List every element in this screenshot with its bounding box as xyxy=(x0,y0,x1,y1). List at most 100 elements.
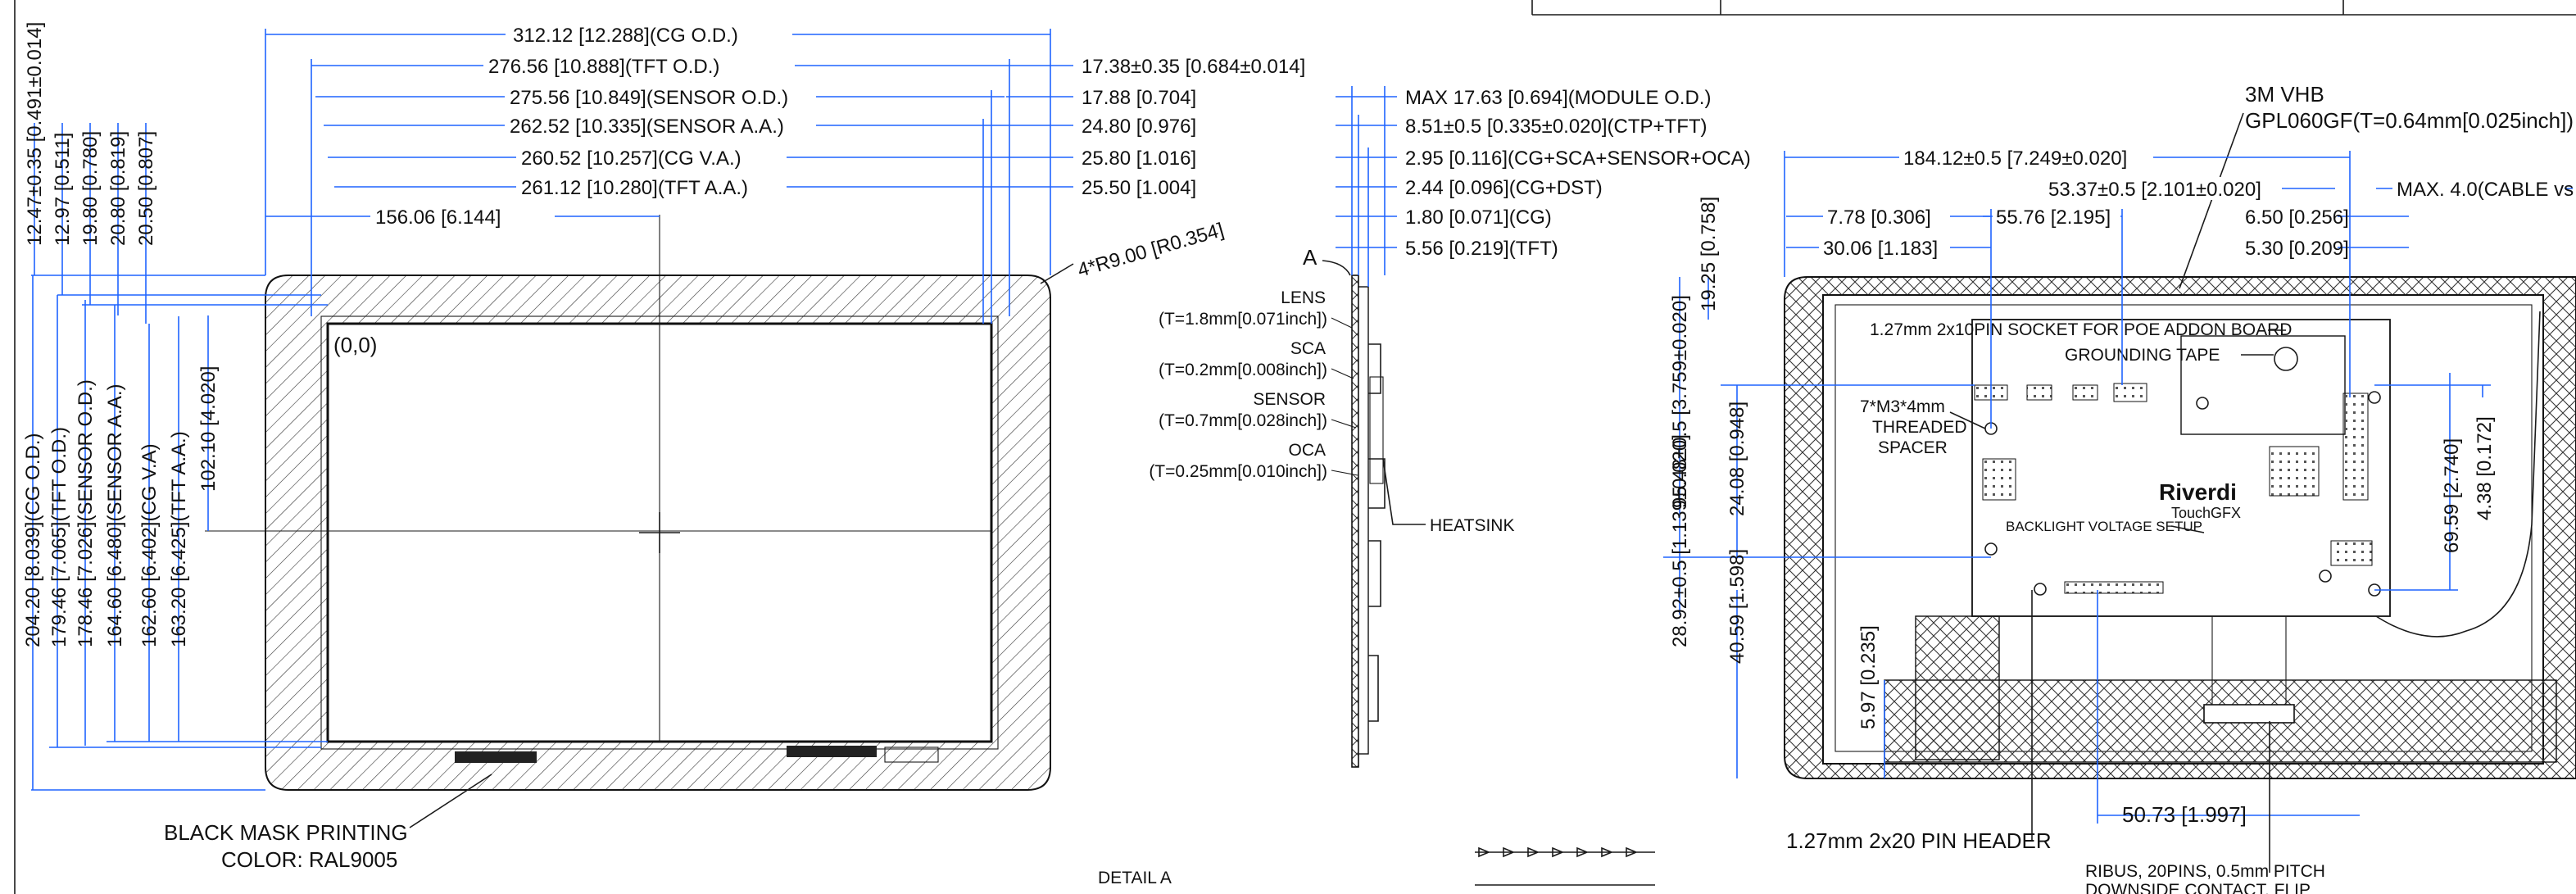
dim-center-x: 156.06 [6.144] xyxy=(375,206,501,229)
side-components xyxy=(1368,343,1386,722)
layer-leaders xyxy=(1331,317,1358,476)
layer-lens-name: LENS xyxy=(1281,288,1326,307)
dim-cg-va: 260.52 [10.257](CG V.A.) xyxy=(521,147,742,170)
spacer-note-line1: 7*M3*4mm xyxy=(1860,397,1945,416)
leader-line xyxy=(2179,112,2244,289)
detail-leader xyxy=(1322,260,1351,276)
spacer-hole xyxy=(2368,391,2381,404)
spacer-hole xyxy=(2196,397,2209,410)
fpc-tab xyxy=(787,746,877,757)
dim-ctp-tft: 8.51±0.5 [0.335±0.020](CTP+TFT) xyxy=(1405,116,1708,138)
pcb-chip xyxy=(2330,540,2373,566)
side-view: MAX 17.63 [0.694](MODULE O.D.) 8.51±0.5 … xyxy=(1098,86,1751,894)
brand-sub: TouchGFX xyxy=(2171,505,2241,521)
tape-note-line2: GPL060GF(T=0.64mm[0.025inch]) xyxy=(2245,108,2574,133)
pcb-chip xyxy=(2072,384,2098,401)
dim-sensor-od: 275.56 [10.849](SENSOR O.D.) xyxy=(510,87,788,109)
dim-left-offset: 20.80 [0.819] xyxy=(107,131,129,246)
detail-marker: A xyxy=(1303,245,1317,270)
layer-sca-spec: (T=0.2mm[0.008inch]) xyxy=(1159,361,1327,379)
ribbon-connector xyxy=(2203,704,2295,724)
dim-rear-width: 184.12±0.5 [7.249±0.020] xyxy=(1903,147,2127,170)
dim-module-od: MAX 17.63 [0.694](MODULE O.D.) xyxy=(1405,87,1711,109)
tape-note-line1: 3M VHB xyxy=(2245,82,2324,107)
dim-right-offset: 17.38±0.35 [0.684±0.014] xyxy=(1082,56,1305,78)
dim-rear-v: 5.97 [0.235] xyxy=(1857,625,1880,729)
backlight-cable xyxy=(2375,311,2541,638)
rear-frame xyxy=(1784,276,2576,779)
ribbon-cable xyxy=(2211,616,2287,705)
center-cross-mark xyxy=(639,512,680,553)
dim-sensor-aa-height: 164.60 [6.480](SENSOR A.A.) xyxy=(104,383,126,647)
dim-tft-od: 276.56 [10.888](TFT O.D.) xyxy=(488,56,719,78)
dim-rear-bottom: 50.73 [1.997] xyxy=(2122,802,2247,827)
dim-cg-va-height: 162.60 [6.402](CG V.A) xyxy=(138,443,161,647)
socket-note: 1.27mm 2x10PIN SOCKET FOR POE ADDON BOAR… xyxy=(1870,320,2292,339)
corner-radius-note: 4*R9.00 [R0.354] xyxy=(1075,219,1226,282)
dim-rear-small: 6.50 [0.256] xyxy=(2245,206,2349,229)
dim-rear-small: 5.30 [0.209] xyxy=(2245,238,2349,260)
layer-sca-name: SCA xyxy=(1290,339,1326,358)
dim-right-offset: 25.50 [1.004] xyxy=(1082,177,1196,199)
battery-holder xyxy=(2274,347,2298,371)
dim-sensor-aa: 262.52 [10.335](SENSOR A.A.) xyxy=(510,116,784,138)
dim-right-offset: 17.88 [0.704] xyxy=(1082,87,1196,109)
dim-rear-small: 55.76 [2.195] xyxy=(1996,206,2111,229)
dim-left-offset: 12.97 [0.511] xyxy=(52,133,74,246)
leader-line xyxy=(2170,525,2205,533)
spacer-hole xyxy=(2319,570,2332,583)
header-note: 1.27mm 2x20 PIN HEADER xyxy=(1786,828,2052,853)
fpc-tab xyxy=(455,751,537,763)
layer-oca-spec: (T=0.25mm[0.010inch]) xyxy=(1149,462,1327,481)
dim-cg: 1.80 [0.071](CG) xyxy=(1405,206,1552,229)
leader-line xyxy=(1949,411,1986,429)
heatsink-label: HEATSINK xyxy=(1430,516,1514,535)
dim-rear-small: 7.78 [0.306] xyxy=(1827,206,1931,229)
leader-line xyxy=(409,774,492,828)
dim-rear-v: 28.92±0.5 [1.139±0.020] xyxy=(1669,434,1691,647)
dim-tft: 5.56 [0.219](TFT) xyxy=(1405,238,1558,260)
cover-glass-section xyxy=(1351,275,1359,768)
dim-tft-od-height: 179.46 [7.065](TFT O.D.) xyxy=(48,427,70,647)
spacer-hole xyxy=(2034,583,2047,596)
layer-sensor-spec: (T=0.7mm[0.028inch]) xyxy=(1159,411,1327,430)
dim-rear-v: 4.38 [0.172] xyxy=(2474,416,2496,520)
dim-right-offset: 25.80 [1.016] xyxy=(1082,147,1196,170)
dim-tft-aa-height: 163.20 [6.425](TFT A.A.) xyxy=(168,431,190,647)
layer-sensor-name: SENSOR xyxy=(1253,390,1326,409)
dim-rear-v: 24.08 [0.948] xyxy=(1726,402,1748,516)
dim-left-offset: 19.80 [0.780] xyxy=(79,131,102,246)
heatsink-profile xyxy=(1369,376,1384,484)
pcb-mcu xyxy=(2269,446,2320,497)
heatsink-leader xyxy=(1382,458,1426,525)
pcb-chip xyxy=(2026,384,2052,401)
dim-rear-v: 40.59 [1.598] xyxy=(1726,549,1748,664)
leader-line xyxy=(1040,263,1074,284)
ribbon-note-line2: DOWNSIDE CONTACT, FLIP xyxy=(2085,881,2311,894)
backlight-note: BACKLIGHT VOLTAGE SETUP xyxy=(2006,519,2202,534)
connector-outline xyxy=(884,747,939,763)
front-view: 312.12 [12.288](CG O.D.) 276.56 [10.888]… xyxy=(22,22,1305,872)
dim-cg-stack: 2.95 [0.116](CG+SCA+SENSOR+OCA) xyxy=(1405,147,1751,170)
detail-a-pattern xyxy=(1475,846,1655,886)
mask-note-line2: COLOR: RAL9005 xyxy=(221,847,397,872)
spacer-note-line2: THREADED xyxy=(1872,418,1967,437)
pcb-chip xyxy=(1982,458,2016,501)
ribbon-note-line1: RIBUS, 20PINS, 0.5mm PITCH xyxy=(2085,862,2325,881)
rear-view: Riverdi TouchGFX 1.27mm 2x10PIN SOCKET F… xyxy=(1663,82,2576,894)
pcb-connector xyxy=(2064,581,2164,594)
mask-note-line1: BLACK MASK PRINTING xyxy=(164,820,408,845)
dim-left-offset: 20.50 [0.807] xyxy=(135,131,157,246)
layer-lens-spec: (T=1.8mm[0.071inch]) xyxy=(1159,310,1327,329)
dim-right-offset: 24.80 [0.976] xyxy=(1082,116,1196,138)
dim-rear-v: 69.59 [2.740] xyxy=(2441,438,2463,553)
dim-cg-dst: 2.44 [0.096](CG+DST) xyxy=(1405,177,1603,199)
grounding-tape-label: GROUNDING TAPE xyxy=(2065,346,2220,365)
socket-area xyxy=(2180,335,2346,435)
dim-cable-clearance: MAX. 4.0(CABLE vs TFT) xyxy=(2397,179,2576,201)
pin-header-block xyxy=(1915,615,2000,760)
dim-left-offset: 12.47±0.35 [0.491±0.014] xyxy=(24,22,46,246)
spacer-note-line3: SPACER xyxy=(1878,438,1948,457)
dim-cg-od-height: 204.20 [8.039](CG O.D.) xyxy=(22,433,44,647)
